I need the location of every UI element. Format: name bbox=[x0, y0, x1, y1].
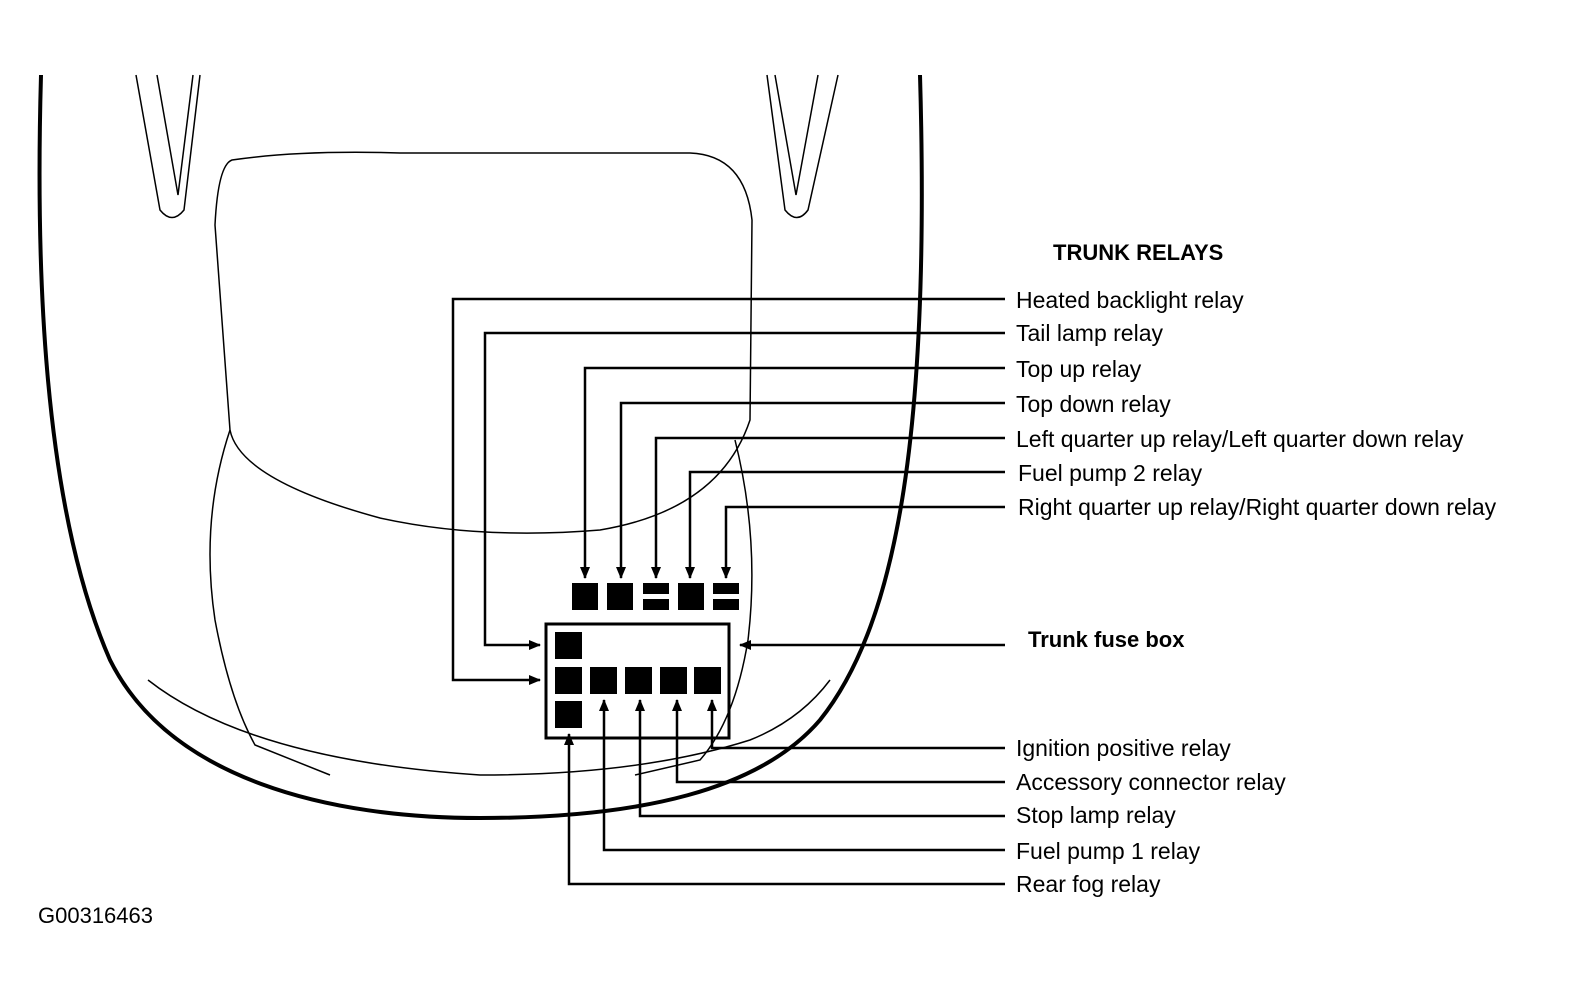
bumper-line bbox=[147, 679, 831, 776]
top-relay-row bbox=[572, 583, 739, 610]
leader-left-quarter bbox=[651, 436, 1005, 579]
label-tail-lamp: Tail lamp relay bbox=[1016, 320, 1163, 346]
leader-right-quarter bbox=[721, 505, 1005, 579]
right-fin bbox=[766, 74, 839, 219]
label-trunk-fuse-box: Trunk fuse box bbox=[1028, 627, 1185, 652]
leader-ignition-positive bbox=[707, 699, 1005, 750]
figure-id: G00316463 bbox=[38, 903, 153, 928]
relay-fuel-pump-1 bbox=[590, 667, 617, 694]
relay-heated-backlight bbox=[555, 667, 582, 694]
label-rear-fog: Rear fog relay bbox=[1016, 871, 1161, 897]
relay-tail-lamp bbox=[555, 632, 582, 659]
label-heated-backlight: Heated backlight relay bbox=[1016, 287, 1244, 313]
left-fin bbox=[135, 74, 201, 219]
car-body-outer bbox=[37, 74, 924, 821]
label-fuel-pump-2: Fuel pump 2 relay bbox=[1018, 460, 1203, 486]
relay-stop-lamp bbox=[625, 667, 652, 694]
leader-fuel-pump-1 bbox=[599, 699, 1005, 852]
relay-right-quarter-up bbox=[713, 583, 739, 594]
leader-top-down bbox=[616, 401, 1005, 579]
leader-heated-backlight bbox=[451, 297, 1005, 685]
relay-right-quarter-down bbox=[713, 599, 739, 610]
label-accessory-connector: Accessory connector relay bbox=[1016, 769, 1286, 795]
leader-stop-lamp bbox=[635, 699, 1005, 818]
label-left-quarter: Left quarter up relay/Left quarter down … bbox=[1016, 426, 1464, 452]
label-ignition-positive: Ignition positive relay bbox=[1016, 735, 1231, 761]
leader-top-up bbox=[580, 366, 1005, 579]
leader-fuel-pump-2 bbox=[685, 470, 1005, 579]
label-right-quarter: Right quarter up relay/Right quarter dow… bbox=[1018, 494, 1497, 520]
relay-left-quarter-down bbox=[643, 599, 669, 610]
leader-rear-fog bbox=[564, 733, 1005, 886]
label-fuel-pump-1: Fuel pump 1 relay bbox=[1016, 838, 1201, 864]
fuse-box-relays bbox=[555, 632, 721, 728]
right-fin-inner bbox=[774, 74, 819, 196]
relay-left-quarter-up bbox=[643, 583, 669, 594]
trunk-lid-line-right bbox=[634, 439, 753, 776]
trunk-lid-line-left bbox=[209, 429, 331, 776]
trunk-fuse-box bbox=[544, 622, 731, 740]
leader-accessory-connector bbox=[672, 699, 1005, 784]
left-fin-inner bbox=[156, 74, 194, 196]
rear-window-outline bbox=[214, 151, 753, 534]
trunk-relays-title: TRUNK RELAYS bbox=[1053, 240, 1224, 265]
relay-rear-fog bbox=[555, 701, 582, 728]
label-stop-lamp: Stop lamp relay bbox=[1016, 802, 1176, 828]
leader-lines bbox=[451, 297, 1005, 886]
label-top-up: Top up relay bbox=[1016, 356, 1142, 382]
relay-ignition-positive bbox=[694, 667, 721, 694]
relay-fuel-pump-2 bbox=[678, 583, 704, 610]
car-outline bbox=[37, 74, 924, 821]
relay-top-down bbox=[607, 583, 633, 610]
relay-accessory-connector bbox=[660, 667, 687, 694]
relay-top-up bbox=[572, 583, 598, 610]
leader-tail-lamp bbox=[483, 331, 1005, 650]
label-top-down: Top down relay bbox=[1016, 391, 1171, 417]
